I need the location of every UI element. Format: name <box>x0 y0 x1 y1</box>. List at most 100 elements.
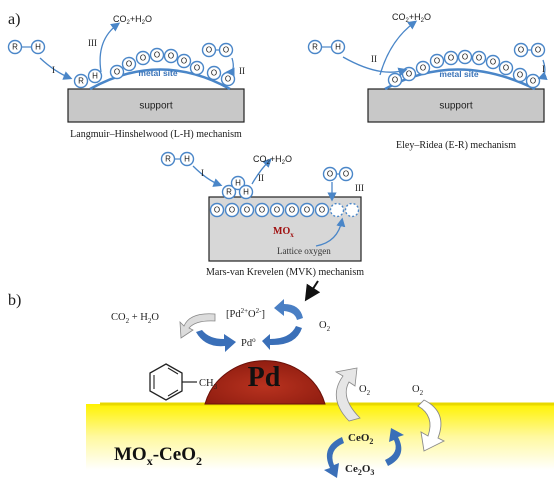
ce-redox-cycle: CeO2 Ce2O3 <box>324 428 404 478</box>
er-metal-site-label: metal site <box>439 69 478 79</box>
blue-arrow-right-bottom <box>262 326 302 350</box>
atom-r: R <box>78 77 84 86</box>
atom-o: O <box>211 69 217 78</box>
ch3-label: CH3 <box>199 378 218 391</box>
er-adsorbed-atoms: O O O O O O O O O O O <box>387 49 541 89</box>
mox-ceo2-support: MOx-CeO2 <box>86 402 554 470</box>
panel-a-label: a) <box>8 11 20 28</box>
mvk-adsorbed-rh: R H H <box>221 175 254 200</box>
er-step-ii: II <box>371 54 377 64</box>
mvk-step-i: I <box>201 168 204 178</box>
atom-h: H <box>92 72 98 81</box>
gray-curved-arrow <box>179 313 216 339</box>
atom-o: O <box>319 206 325 215</box>
atom-r: R <box>12 43 18 52</box>
atom-o: O <box>476 54 482 63</box>
o2-white-arrow <box>417 399 446 452</box>
atom-o: O <box>223 46 229 55</box>
ceo2-label: CeO2 <box>348 432 373 446</box>
atom-o: O <box>225 75 231 84</box>
lh-arrow-i <box>39 57 73 80</box>
pd0-label: Pdo <box>241 336 256 349</box>
atom-o: O <box>434 57 440 66</box>
atom-o: O <box>517 71 523 80</box>
atom-o: O <box>518 46 524 55</box>
atom-o: O <box>244 206 250 215</box>
lh-step-ii: II <box>239 66 245 76</box>
atom-h: H <box>235 179 241 188</box>
atom-o: O <box>420 64 426 73</box>
b-product: CO2 + H2O <box>111 312 159 325</box>
support-label: MOx-CeO2 <box>114 444 202 468</box>
pd-complex-label: [Pd2+O2-] <box>226 307 265 320</box>
ce-blue-arrow-right <box>385 428 404 466</box>
lh-support-label: support <box>139 101 173 112</box>
mvk-surface-oxygens: O O O O O O O O <box>209 202 360 218</box>
mvk-step-ii: II <box>258 173 264 183</box>
atom-o: O <box>206 46 212 55</box>
mvk-arrow-i <box>192 165 223 187</box>
vacancy <box>329 202 345 218</box>
pd-label: Pd <box>248 362 281 393</box>
er-support-label: support <box>439 101 473 112</box>
er-gas-reactants: R H O O <box>307 39 546 58</box>
ce-blue-arrow-left <box>324 437 344 478</box>
er-arrow-iii <box>379 20 418 76</box>
mvk-step-iii: III <box>355 183 364 193</box>
atom-o: O <box>154 51 160 60</box>
atom-o: O <box>327 170 333 179</box>
mvk-lattice-label: Lattice oxygen <box>277 246 331 256</box>
o2-gray-arrow-1 <box>334 367 361 422</box>
er-step-i: I <box>542 64 545 74</box>
mvk-pointer-arrow <box>304 280 321 302</box>
atom-o: O <box>535 46 541 55</box>
lh-adsorbed-atoms: R H O O O O O O O O O <box>73 47 236 89</box>
atom-r: R <box>165 155 171 164</box>
mvk-product: CO2+H2O <box>253 154 292 166</box>
pd-dome <box>204 360 326 405</box>
blue-arrow-left <box>196 330 236 352</box>
lh-arrow-iii <box>99 22 121 73</box>
ce2o3-label: Ce2O3 <box>345 463 374 477</box>
atom-o: O <box>490 58 496 67</box>
atom-h: H <box>35 43 41 52</box>
atom-h: H <box>335 43 341 52</box>
atom-o: O <box>289 206 295 215</box>
atom-o: O <box>448 54 454 63</box>
mvk-gas-reactants: R H O O <box>160 151 354 182</box>
atom-o: O <box>530 77 536 86</box>
atom-o: O <box>229 206 235 215</box>
atom-o: O <box>168 52 174 61</box>
lh-metal-site-label: metal site <box>138 68 177 78</box>
pd-nanoparticle: Pd <box>204 360 326 405</box>
atom-h: H <box>243 188 249 197</box>
atom-o: O <box>503 64 509 73</box>
atom-o: O <box>392 76 398 85</box>
lh-caption: Langmuir–Hinshelwood (L-H) mechanism <box>70 129 242 140</box>
atom-r: R <box>226 188 232 197</box>
vacancy <box>344 202 360 218</box>
atom-o: O <box>114 68 120 77</box>
pd-redox-cycle: CO2 + H2O [Pd2+O2-] Pdo O2 <box>111 299 331 352</box>
lh-support-block <box>67 88 245 123</box>
lh-product: CO2+H2O <box>113 14 152 26</box>
atom-o: O <box>126 60 132 69</box>
atom-o: O <box>140 54 146 63</box>
o2-label-right: O2 <box>412 384 424 397</box>
er-product: CO2+H2O <box>392 12 431 24</box>
lh-step-iii: III <box>88 38 97 48</box>
mvk-oxide-label: MOx <box>273 226 294 239</box>
mvk-mechanism: O O O O O O O O R H H R H O O I II <box>160 151 364 302</box>
er-support-block <box>367 88 545 123</box>
atom-o: O <box>194 64 200 73</box>
mvk-lattice-arrow <box>315 217 346 247</box>
atom-r: R <box>312 43 318 52</box>
er-arrow-ii <box>537 59 548 80</box>
toluene-molecule: CH3 <box>149 363 218 401</box>
atom-o: O <box>274 206 280 215</box>
atom-o: O <box>462 53 468 62</box>
atom-h: H <box>184 155 190 164</box>
atom-o: O <box>343 170 349 179</box>
atom-o: O <box>214 206 220 215</box>
